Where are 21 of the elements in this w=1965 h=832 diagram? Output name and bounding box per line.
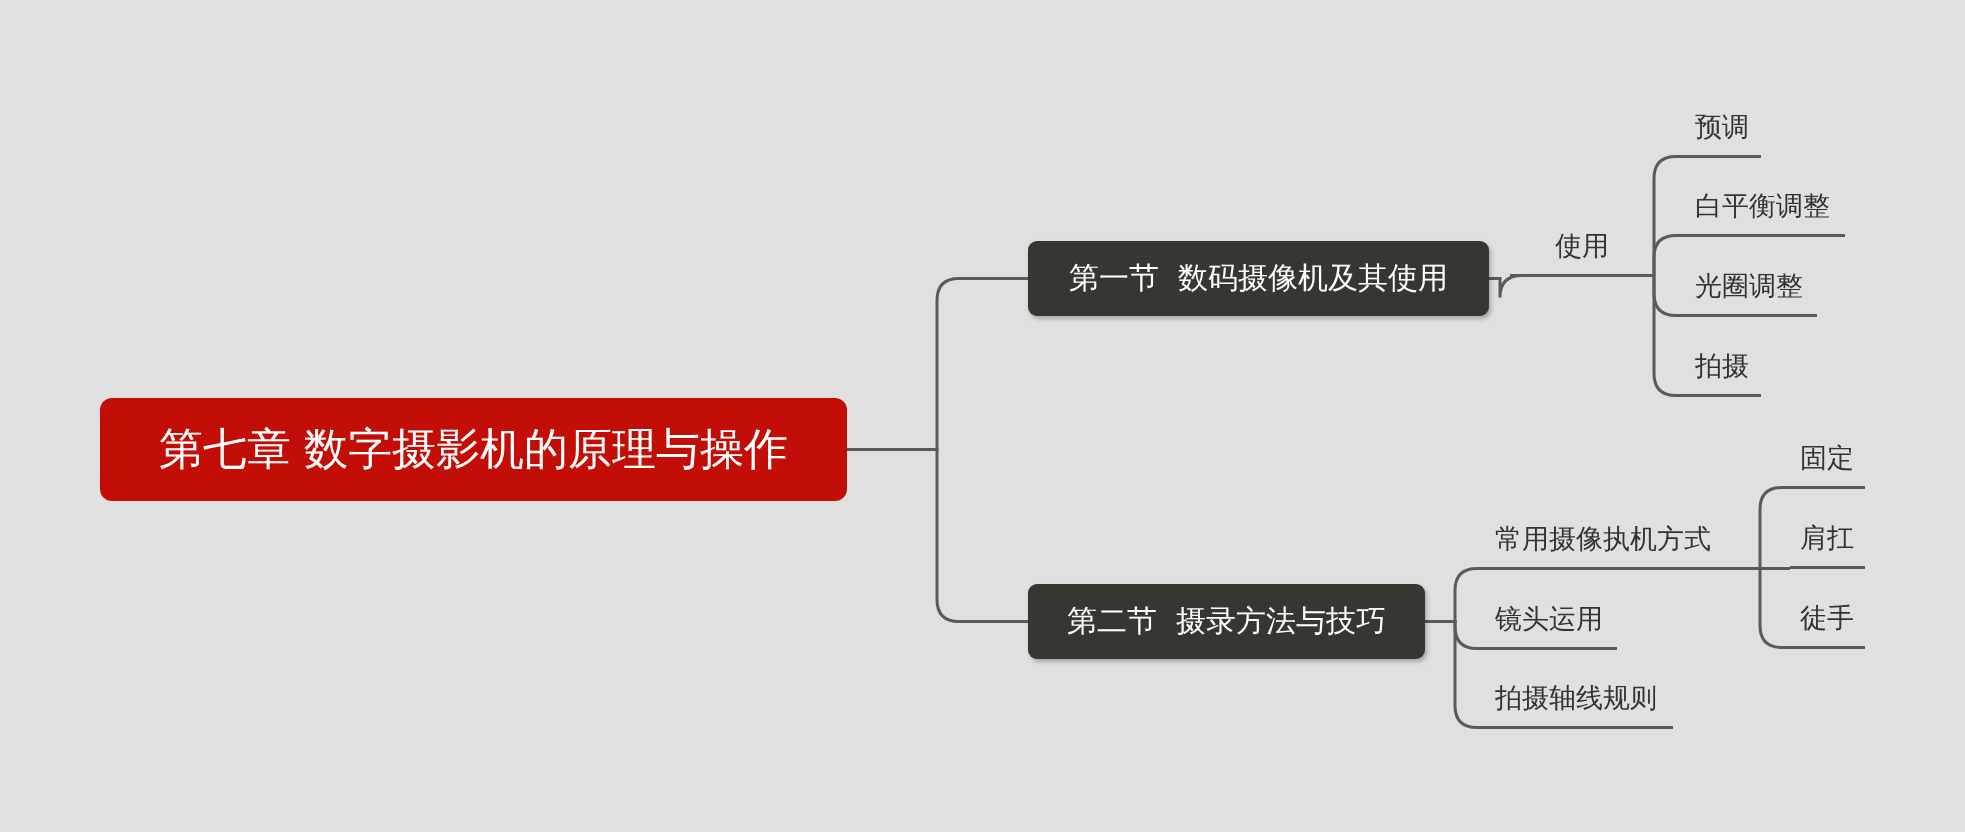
connector-line xyxy=(1758,567,1790,649)
section-topic-box: 第一节 数码摄像机及其使用 xyxy=(1028,241,1489,316)
central-topic-box: 第七章 数字摄影机的原理与操作 xyxy=(100,398,847,501)
underlined-topic: 镜头运用 xyxy=(1485,594,1617,650)
underlined-topic: 预调 xyxy=(1685,102,1761,158)
underlined-topic: 徒手 xyxy=(1790,593,1865,649)
underlined-topic: 肩扛 xyxy=(1790,513,1865,569)
underlined-topic: 拍摄 xyxy=(1685,341,1761,397)
underlined-topic: 白平衡调整 xyxy=(1685,181,1845,237)
underlined-topic: 固定 xyxy=(1790,433,1865,489)
connector-line xyxy=(1652,234,1685,277)
connector-line xyxy=(847,448,1028,623)
connector-line xyxy=(1758,486,1790,570)
underlined-topic: 常用摄像执机方式 xyxy=(1485,514,1760,570)
connector-line xyxy=(1760,567,1790,570)
underlined-topic: 光圈调整 xyxy=(1685,261,1817,317)
connector-line xyxy=(1652,274,1685,397)
section-topic-box: 第二节 摄录方法与技巧 xyxy=(1028,584,1425,659)
underlined-topic: 使用 xyxy=(1510,225,1654,277)
connector-line xyxy=(1425,620,1485,729)
underlined-topic: 拍摄轴线规则 xyxy=(1485,673,1673,729)
